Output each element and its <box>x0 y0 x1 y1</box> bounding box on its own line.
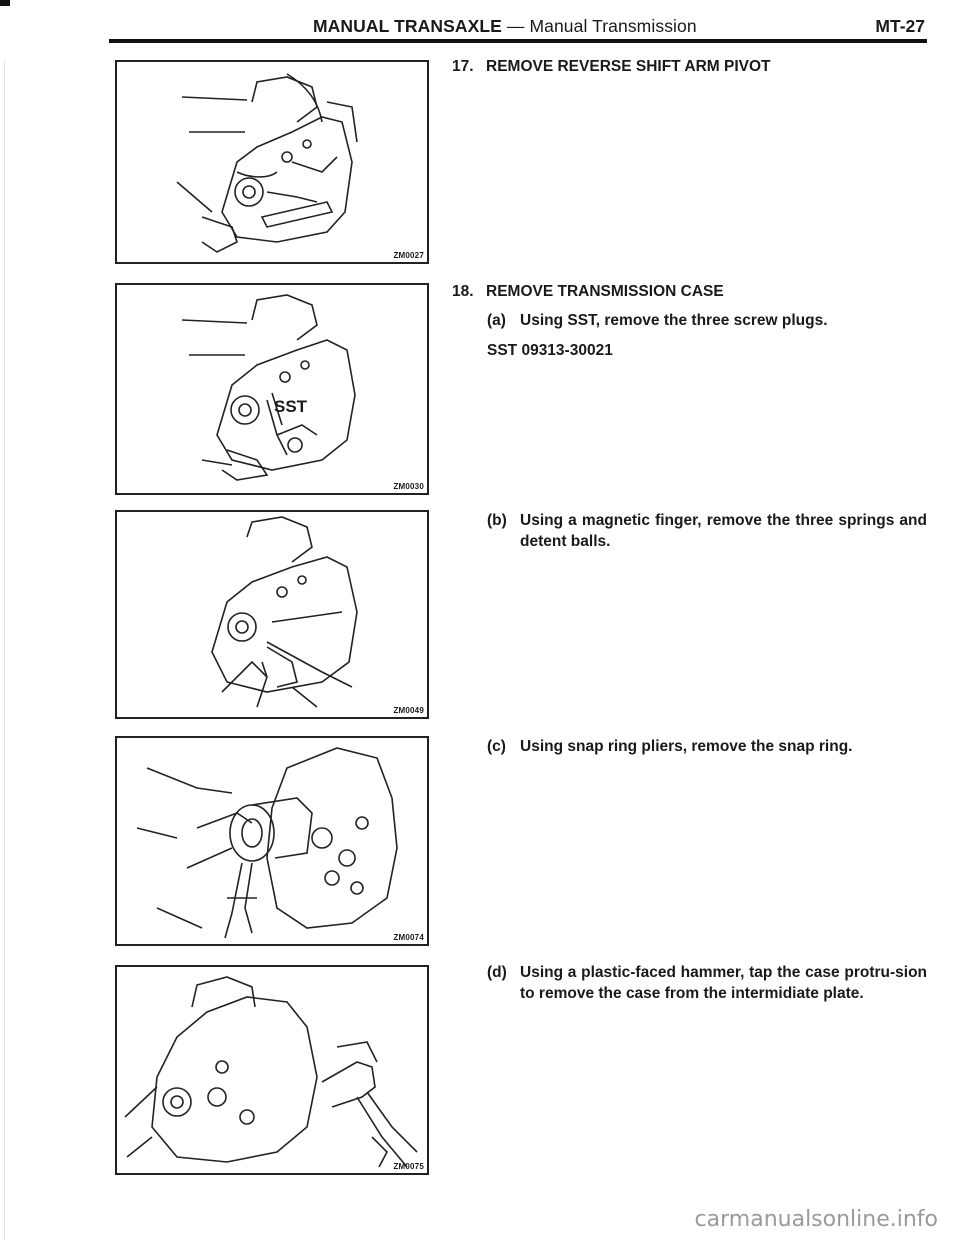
substep-text: Using a plastic-faced hammer, tap the ca… <box>520 964 927 1002</box>
header-dash: — <box>501 16 530 36</box>
substep-c: (c) Using snap ring pliers, remove the s… <box>487 736 927 757</box>
step-number: 17. <box>452 58 474 75</box>
substep-text: Using snap ring pliers, remove the snap … <box>520 738 853 755</box>
figure-zm0030: SST ZM0030 <box>115 283 429 495</box>
watermark: carmanualsonline.info <box>694 1207 938 1232</box>
substep-label: (b) <box>487 512 507 529</box>
step-title: REMOVE REVERSE SHIFT ARM PIVOT <box>486 58 771 75</box>
page-header: MANUAL TRANSAXLE — Manual Transmission M… <box>95 14 933 44</box>
header-subsection: Manual Transmission <box>529 16 697 36</box>
sst-part-number: SST 09313-30021 <box>487 342 613 359</box>
transaxle-shift-arm-illustration <box>176 73 358 253</box>
page-corner-mark <box>0 0 10 6</box>
step-number: 18. <box>452 283 474 300</box>
plastic-hammer-illustration <box>124 976 418 1168</box>
step-title: REMOVE TRANSMISSION CASE <box>486 283 724 300</box>
substep-text: Using a magnetic finger, remove the thre… <box>520 512 927 550</box>
header-section: MANUAL TRANSAXLE <box>313 16 502 36</box>
page-edge-line <box>4 60 5 1240</box>
page-number: MT-27 <box>875 16 925 36</box>
header-title: MANUAL TRANSAXLE — Manual Transmission <box>313 16 697 37</box>
substep-label: (d) <box>487 964 507 981</box>
figure-code: ZM0074 <box>393 933 424 942</box>
figure-zm0049: ZM0049 <box>115 510 429 719</box>
substep-label: (c) <box>487 738 506 755</box>
figure-zm0075: ZM0075 <box>115 965 429 1175</box>
substep-label: (a) <box>487 312 506 329</box>
sst-callout: SST <box>274 397 308 416</box>
header-rule <box>109 39 927 43</box>
figure-code: ZM0027 <box>393 251 424 260</box>
figure-zm0074: ZM0074 <box>115 736 429 946</box>
transaxle-magnetic-finger-illustration <box>211 516 358 708</box>
substep-d: (d) Using a plastic-faced hammer, tap th… <box>487 962 927 1004</box>
substep-b: (b) Using a magnetic finger, remove the … <box>487 510 927 552</box>
substep-text: Using SST, remove the three screw plugs. <box>520 312 828 329</box>
figure-code: ZM0030 <box>393 482 424 491</box>
transaxle-sst-screw-plug-illustration <box>181 294 356 481</box>
figure-zm0027: ZM0027 <box>115 60 429 264</box>
substep-a: (a) Using SST, remove the three screw pl… <box>487 310 927 331</box>
step-18-heading: 18. REMOVE TRANSMISSION CASE <box>452 283 724 301</box>
figure-code: ZM0075 <box>393 1162 424 1171</box>
figure-code: ZM0049 <box>393 706 424 715</box>
snap-ring-pliers-illustration <box>136 747 398 939</box>
step-17-heading: 17. REMOVE REVERSE SHIFT ARM PIVOT <box>452 58 771 76</box>
